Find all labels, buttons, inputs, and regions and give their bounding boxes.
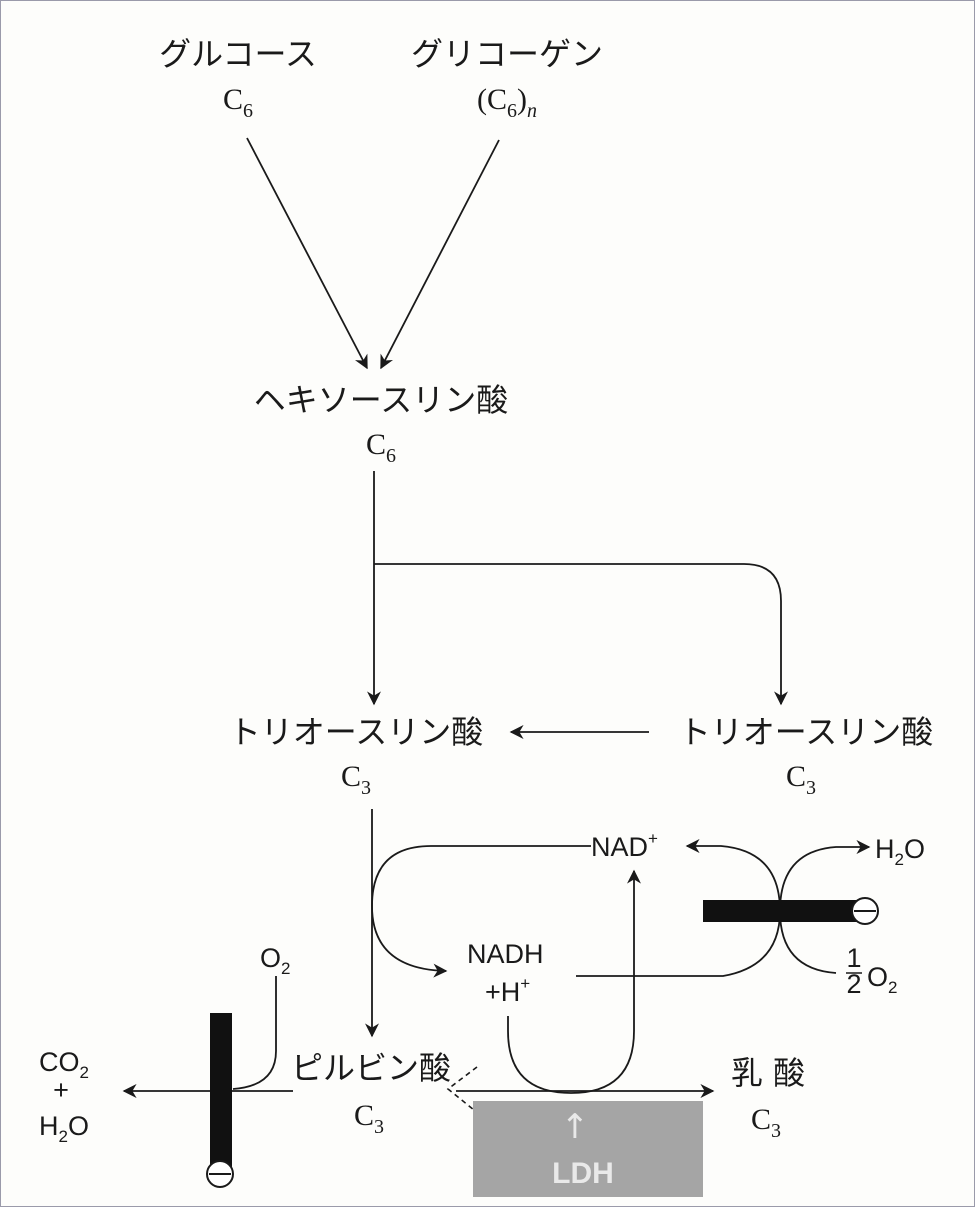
- ldh-label-box: [473, 1101, 703, 1197]
- hexose-phosphate-label: ヘキソースリン酸: [254, 381, 508, 419]
- glycogen-to-hexose-arrow: [380, 139, 500, 370]
- pyruvate-label: ピルビン酸: [291, 1049, 451, 1087]
- glycogen-formula: (C6)n: [477, 83, 537, 122]
- nadh-to-etc-line: [576, 910, 781, 977]
- water-left: H2O: [39, 1111, 89, 1146]
- triose-phosphate-left-formula: C3: [341, 760, 371, 799]
- ldh-up-arrow: ↑: [561, 1107, 590, 1147]
- etc-to-water-arrow: [779, 840, 871, 912]
- pyruvate-formula: C3: [354, 1099, 384, 1138]
- triose-phosphate-right-formula: C3: [786, 760, 816, 799]
- glucose-to-hexose-arrow: [246, 137, 368, 370]
- water-right: H2O: [875, 834, 925, 869]
- glucose-formula: C6: [223, 83, 253, 122]
- triose-phosphate-left-label: トリオースリン酸: [229, 713, 483, 751]
- electron-transport-bar-right: [703, 900, 867, 922]
- glucose-label: グルコース: [159, 35, 317, 73]
- half-o2-numerator: 1: [846, 943, 861, 973]
- etc-to-nad-arrow: [685, 839, 781, 912]
- o2-supply-line: [232, 976, 277, 1090]
- lactate-label: 乳 酸: [731, 1054, 805, 1092]
- triose-phosphate-right-label: トリオースリン酸: [679, 713, 933, 751]
- half-o2: O2: [867, 962, 897, 997]
- half-o2-denominator: 2: [846, 969, 861, 999]
- hexose-phosphate-formula: C6: [366, 428, 396, 467]
- nadh-line2: +H+: [485, 974, 530, 1007]
- lactate-formula: C3: [751, 1103, 781, 1142]
- glycogen-label: グリコーゲン: [411, 35, 603, 73]
- reverse-ldh-dashed-arrow: [446, 1066, 480, 1115]
- nadh-line1: NADH: [467, 939, 544, 969]
- co2-plus: +: [53, 1075, 69, 1105]
- nad-reduction-loop: [371, 845, 591, 978]
- ldh-label: LDH: [552, 1157, 614, 1190]
- co2-label: CO2: [39, 1047, 89, 1082]
- half-o2-line: [779, 910, 837, 974]
- nadh-to-nad-lactate-loop: [507, 869, 641, 1094]
- electron-transport-bar-left: [210, 1013, 232, 1173]
- nad-plus: NAD+: [591, 829, 658, 862]
- hexose-to-triose-right-arrow: [374, 563, 788, 706]
- o2-left: O2: [260, 943, 290, 978]
